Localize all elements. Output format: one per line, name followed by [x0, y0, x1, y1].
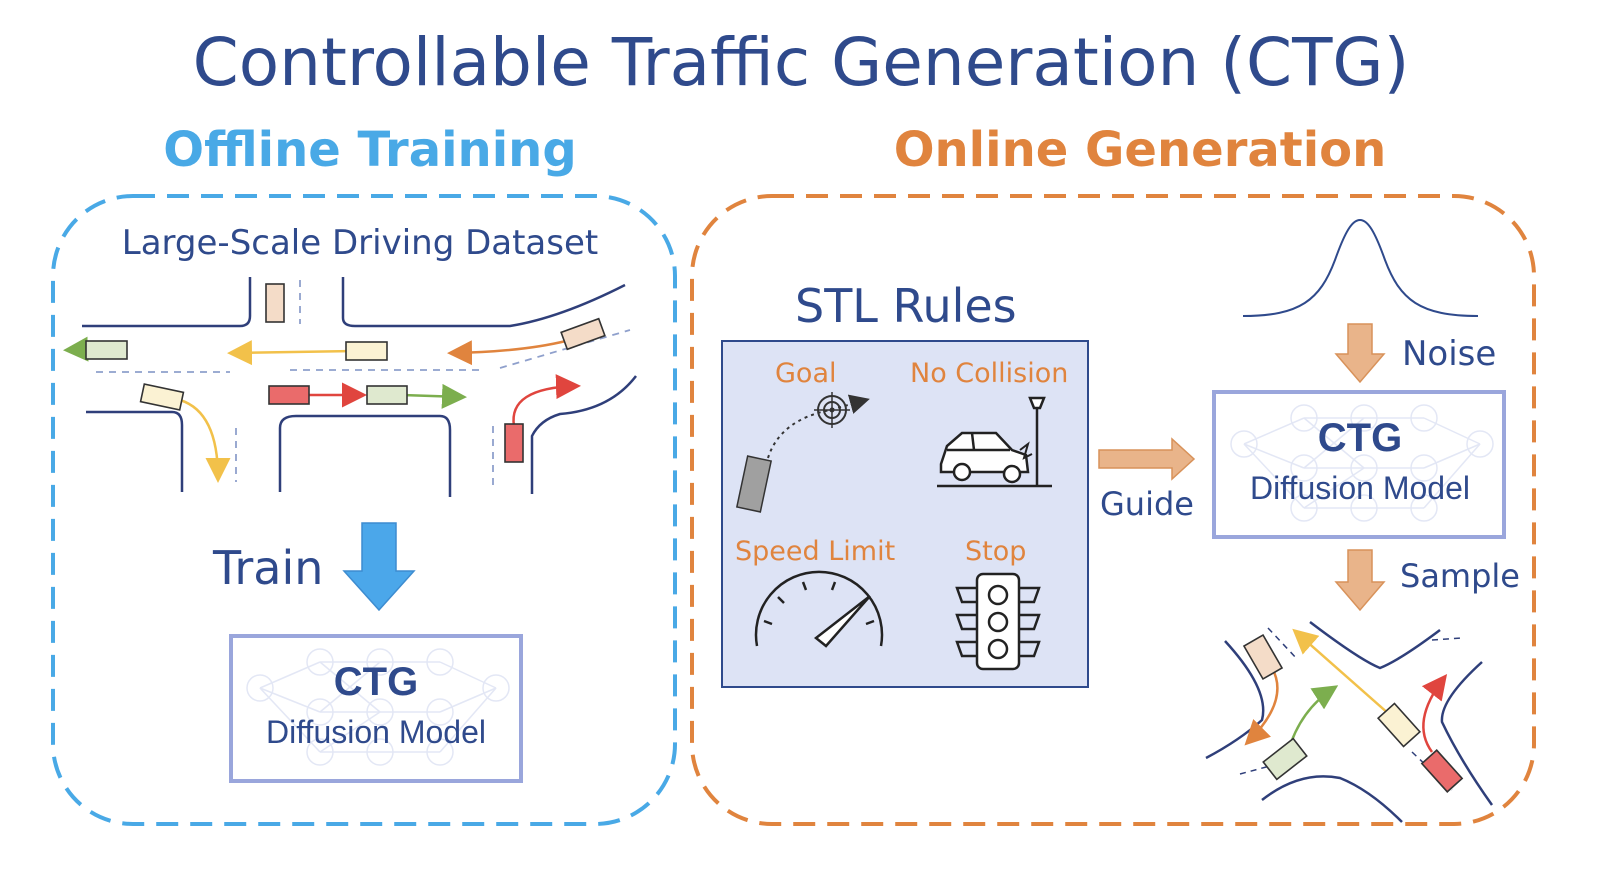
guide-label: Guide: [1100, 485, 1194, 523]
online-model-title: CTG: [1317, 416, 1403, 460]
noise-label: Noise: [1402, 334, 1497, 374]
rule-no-collision-label: No Collision: [910, 358, 1069, 389]
online-region: [690, 194, 1536, 826]
orange-arrow-icon: [1098, 437, 1196, 481]
train-label: Train: [213, 541, 324, 595]
online-generation-heading: Online Generation: [893, 122, 1387, 178]
rule-speed-limit-label: Speed Limit: [735, 536, 896, 567]
stl-rules-heading: STL Rules: [795, 279, 1017, 333]
dataset-label: Large-Scale Driving Dataset: [121, 223, 599, 263]
offline-trajectories: [63, 336, 581, 483]
offline-road-map: [82, 277, 637, 497]
online-model-box: [1212, 390, 1506, 539]
online-vehicles: [1242, 633, 1464, 793]
car-crash-icon: [937, 396, 1052, 488]
offline-lane-dashes: [96, 280, 631, 490]
online-road-map: [1205, 621, 1494, 823]
offline-model-title: CTG: [333, 660, 419, 704]
stl-panel: [721, 340, 1089, 688]
offline-model-subtitle: Diffusion Model: [266, 714, 486, 750]
noise-gaussian-curve: [1242, 218, 1479, 317]
traffic-light-icon: [955, 572, 1041, 671]
offline-model-network-bg: [246, 648, 510, 766]
sample-label: Sample: [1400, 557, 1520, 595]
rule-stop-label: Stop: [965, 536, 1027, 567]
speedometer-icon: [754, 570, 884, 648]
sample-down-arrow-icon: [1334, 549, 1386, 612]
online-model-subtitle: Diffusion Model: [1250, 470, 1470, 506]
offline-training-heading: Offline Training: [163, 122, 577, 178]
offline-model-box: [229, 634, 523, 783]
goal-target-icon: [735, 392, 870, 513]
offline-region: [51, 194, 677, 826]
page-title: Controllable Traffic Generation (CTG): [192, 24, 1410, 101]
noise-down-arrow-icon: [1334, 323, 1386, 384]
rule-goal-label: Goal: [775, 358, 837, 389]
blue-down-arrow-icon: [342, 522, 416, 612]
online-model-network-bg: [1230, 404, 1494, 522]
offline-vehicles: [85, 283, 606, 463]
